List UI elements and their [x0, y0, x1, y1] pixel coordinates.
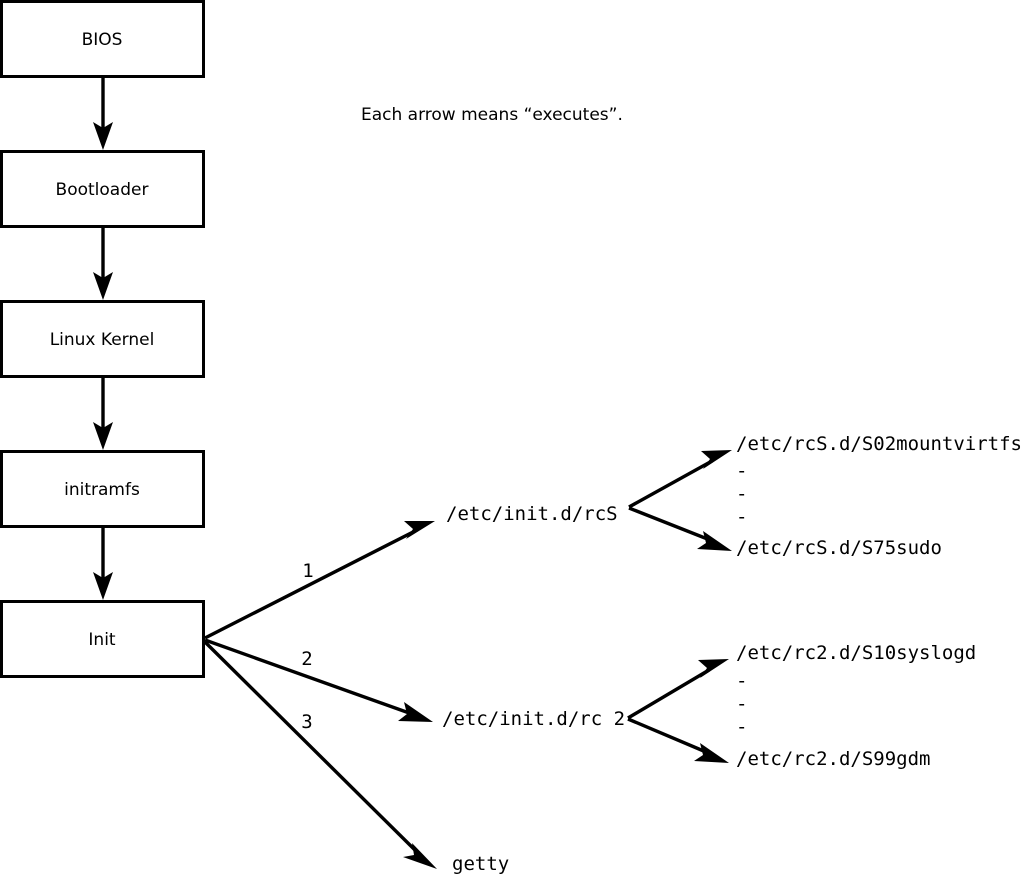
arrowhead-downright-icon [398, 702, 433, 722]
rcs-script-first: /etc/rcS.d/S02mountvirtfs [736, 433, 1022, 455]
rc2-script-last: /etc/rc2.d/S99gdm [736, 748, 930, 770]
arrow-rcs-to-first-script [628, 450, 732, 509]
arrow-rc2-to-first-script [627, 659, 729, 720]
arrowhead-downright-icon [694, 743, 729, 763]
arrowhead-upright-icon [698, 659, 729, 678]
rc2-ellipsis-dash-3: - [736, 716, 747, 738]
target-label-rcs: /etc/init.d/rcS [446, 503, 618, 525]
arrowhead-down-icon [93, 572, 113, 600]
node-linux-kernel: Linux Kernel [0, 300, 205, 378]
rcs-script-last: /etc/rcS.d/S75sudo [736, 537, 942, 559]
arrowhead-downright-icon [403, 843, 437, 869]
arrowhead-upright-icon [404, 521, 435, 539]
initramfs-label: initramfs [64, 480, 140, 500]
linux-kernel-label: Linux Kernel [50, 330, 155, 350]
arrow-rcs-to-last-script [628, 506, 732, 551]
rcs-ellipsis-dash-1: - [736, 460, 747, 482]
arrowhead-down-icon [93, 122, 113, 150]
arrowhead-down-icon [93, 272, 113, 300]
rc2-script-first: /etc/rc2.d/S10syslogd [736, 642, 976, 664]
branch-number-2: 2 [301, 648, 312, 670]
bios-label: BIOS [82, 30, 123, 50]
branch-number-3: 3 [301, 711, 312, 733]
init-box [0, 600, 205, 678]
target-label-getty: getty [452, 853, 509, 875]
arrow-init-to-rc2 [204, 638, 433, 722]
rc2-ellipsis-dash-1: - [736, 670, 747, 692]
init-label: Init [88, 630, 116, 650]
initramfs-box [0, 450, 205, 528]
arrow-rc2-to-last-script [627, 717, 729, 763]
node-initramfs: initramfs [0, 450, 205, 528]
arrowhead-upright-icon [701, 450, 732, 469]
arrow-init-to-getty [203, 640, 437, 869]
node-bios: BIOS [0, 0, 205, 78]
arrowhead-downright-icon [697, 531, 732, 551]
bootloader-box [0, 150, 205, 228]
rcs-ellipsis-dash-3: - [736, 506, 747, 528]
legend-note: Each arrow means “executes”. [361, 105, 623, 125]
arrow-init-to-rcs [204, 521, 435, 640]
arrow-bios-to-bootloader [93, 77, 113, 150]
bios-box [0, 0, 205, 78]
target-label-rc2: /etc/init.d/rc 2 [442, 708, 625, 730]
linux-kernel-box [0, 300, 205, 378]
rcs-ellipsis-dash-2: - [736, 483, 747, 505]
node-init: Init [0, 600, 205, 678]
arrow-kernel-to-initramfs [93, 377, 113, 450]
bootloader-label: Bootloader [56, 180, 149, 200]
rc2-ellipsis-dash-2: - [736, 693, 747, 715]
arrowhead-down-icon [93, 422, 113, 450]
node-bootloader: Bootloader [0, 150, 205, 228]
arrow-initramfs-to-init [93, 527, 113, 600]
branch-number-1: 1 [302, 560, 313, 582]
arrow-bootloader-to-kernel [93, 227, 113, 300]
